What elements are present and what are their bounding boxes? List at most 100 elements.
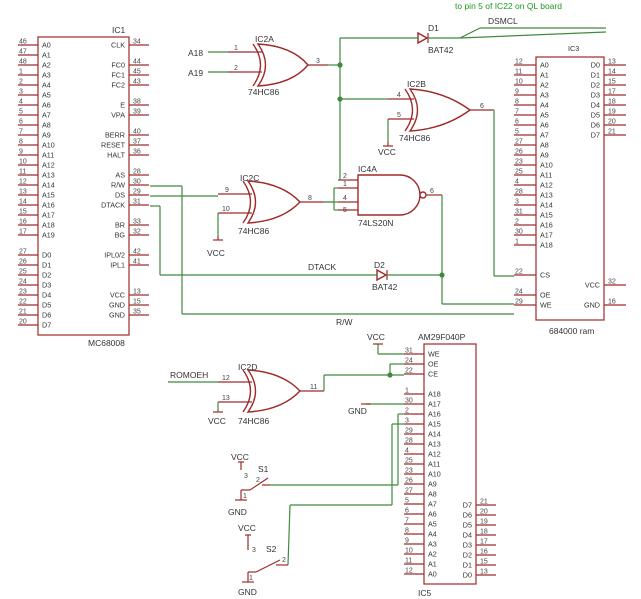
ic1-pin-name: DTACK bbox=[101, 201, 125, 210]
svg-text:2: 2 bbox=[282, 557, 286, 564]
net-a18: A18 bbox=[188, 48, 203, 58]
ic5-pin-number: 6 bbox=[405, 508, 409, 515]
svg-text:3: 3 bbox=[316, 58, 320, 65]
ic3-pin-number: 15 bbox=[608, 79, 616, 86]
ic1-pin-number: 3 bbox=[19, 89, 23, 96]
ic3-pin-name: A16 bbox=[540, 221, 553, 230]
ic5-pin-name: A12 bbox=[428, 450, 441, 459]
ic1-pin-name: A16 bbox=[42, 201, 55, 210]
ic3-pin-name: D1 bbox=[591, 71, 600, 80]
ic1-pin-name: A17 bbox=[42, 211, 55, 220]
ic3-pin-name: D0 bbox=[591, 61, 600, 70]
ic5-pin-name: A16 bbox=[428, 410, 441, 419]
ic1-pin-name: A9 bbox=[42, 131, 51, 140]
ic1-pin-number: 6 bbox=[19, 119, 23, 126]
ic3-pin-number: 11 bbox=[515, 69, 522, 76]
ic1-pin-number: 22 bbox=[19, 299, 27, 306]
svg-text:1: 1 bbox=[234, 45, 238, 52]
ic1-pin-name: D7 bbox=[42, 321, 51, 330]
ic1-pin-name: D4 bbox=[42, 291, 51, 300]
ic1-pin-number: 12 bbox=[19, 179, 27, 186]
svg-text:D1: D1 bbox=[428, 23, 439, 33]
ic2d-part: 74HC86 bbox=[238, 416, 269, 426]
ic5-pin-name: A9 bbox=[428, 480, 437, 489]
ic3-right-pins: 13D014D115D217D318D419D520D621D732VCC16G… bbox=[584, 59, 626, 310]
ic3-pin-number: 21 bbox=[608, 129, 616, 136]
ic3-pin-name: A1 bbox=[540, 71, 549, 80]
ic1-pin-number: 9 bbox=[19, 149, 23, 156]
svg-text:GND: GND bbox=[228, 507, 247, 517]
ic5-pin-name: A0 bbox=[428, 570, 437, 579]
ic1-pin-name: A12 bbox=[42, 161, 55, 170]
ic1-pin-number: 2 bbox=[19, 79, 23, 86]
ic5-pin-number: 27 bbox=[405, 488, 413, 495]
ic1-pin-name: A13 bbox=[42, 171, 55, 180]
ic5-pin-number: 15 bbox=[480, 559, 488, 566]
ic1-pin-name: A0 bbox=[42, 41, 51, 50]
ic5-pin-name: A8 bbox=[428, 490, 437, 499]
ic3-pin-name: A12 bbox=[540, 181, 553, 190]
ic1-pin-name: A10 bbox=[42, 141, 55, 150]
ic5-pin-name: A1 bbox=[428, 560, 437, 569]
ic3-pin-name: D5 bbox=[591, 111, 600, 120]
ic5-pin-name: D4 bbox=[463, 531, 472, 540]
ic3-pin-number: 23 bbox=[515, 159, 523, 166]
ic3-pin-name: A5 bbox=[540, 111, 549, 120]
ic1-pin-number: 21 bbox=[19, 309, 27, 316]
ic3-pin-name: A4 bbox=[540, 101, 549, 110]
ic1-pin-number: 7 bbox=[19, 129, 23, 136]
ic3-pin-name: VCC bbox=[585, 281, 600, 290]
ic5-pin-name: A7 bbox=[428, 500, 437, 509]
svg-text:VCC: VCC bbox=[378, 147, 396, 157]
ic1-pin-name: FC2 bbox=[111, 81, 125, 90]
ic1-pin-name: A14 bbox=[42, 181, 55, 190]
ic1-pin-number: 20 bbox=[19, 319, 27, 326]
ic5-pin-number: 18 bbox=[480, 529, 488, 536]
gate-ic2b: 4 5 6 IC2B 74HC86 bbox=[388, 79, 494, 143]
ic1-pin-number: 28 bbox=[133, 169, 141, 176]
ic3-pin-number: 1 bbox=[515, 239, 519, 246]
ic1-pin-number: 43 bbox=[133, 79, 141, 86]
svg-text:BAT42: BAT42 bbox=[372, 282, 398, 292]
ic5-pin-name: A14 bbox=[428, 430, 441, 439]
ic3-pin-name: A9 bbox=[540, 151, 549, 160]
svg-text:6: 6 bbox=[430, 188, 434, 195]
ic1-pin-number: 34 bbox=[133, 39, 141, 46]
ic2d-ref: IC2D bbox=[238, 362, 257, 372]
ic1-pin-name: A15 bbox=[42, 191, 55, 200]
ic1-pin-name: A1 bbox=[42, 51, 51, 60]
ic5-pin-number: 28 bbox=[405, 438, 413, 445]
ic5-pin-name: A6 bbox=[428, 510, 437, 519]
ic1-pin-number: 38 bbox=[133, 99, 141, 106]
ic5-pin-name: A5 bbox=[428, 520, 437, 529]
ic3-pin-number: 3 bbox=[515, 199, 519, 206]
ic3-pin-name: D6 bbox=[591, 121, 600, 130]
svg-text:6: 6 bbox=[480, 103, 484, 110]
ic1-pin-name: FC1 bbox=[111, 71, 125, 80]
ic4a-ref: IC4A bbox=[358, 164, 377, 174]
ic5-pin-number: 16 bbox=[480, 549, 488, 556]
ic5-part: AM29F040P bbox=[418, 332, 466, 342]
ic1-pin-number: 33 bbox=[133, 219, 141, 226]
ic3-pin-number: 14 bbox=[608, 69, 616, 76]
ic5-pin-name: D5 bbox=[463, 521, 472, 530]
ic3-pin-name: D2 bbox=[591, 81, 600, 90]
ic5-pin-number: 21 bbox=[480, 499, 488, 506]
ic5-pin-number: 4 bbox=[405, 448, 409, 455]
ic5-pin-name: D6 bbox=[463, 511, 472, 520]
ic1-pin-name: AS bbox=[115, 171, 125, 180]
ic3-pin-number: 32 bbox=[608, 279, 616, 286]
ic3-pin-name: A3 bbox=[540, 91, 549, 100]
ic2c-part: 74HC86 bbox=[238, 226, 269, 236]
ic5-pin-name: A15 bbox=[428, 420, 441, 429]
svg-text:10: 10 bbox=[222, 206, 230, 213]
ic5-pin-name: A3 bbox=[428, 540, 437, 549]
ic5-pin-number: 17 bbox=[480, 539, 488, 546]
ic3-part: 684000 ram bbox=[549, 326, 594, 336]
ic3-pin-number: 31 bbox=[515, 209, 523, 216]
ic1-pin-name: GND bbox=[109, 301, 125, 310]
ic5-pin-number: 22 bbox=[405, 368, 413, 375]
